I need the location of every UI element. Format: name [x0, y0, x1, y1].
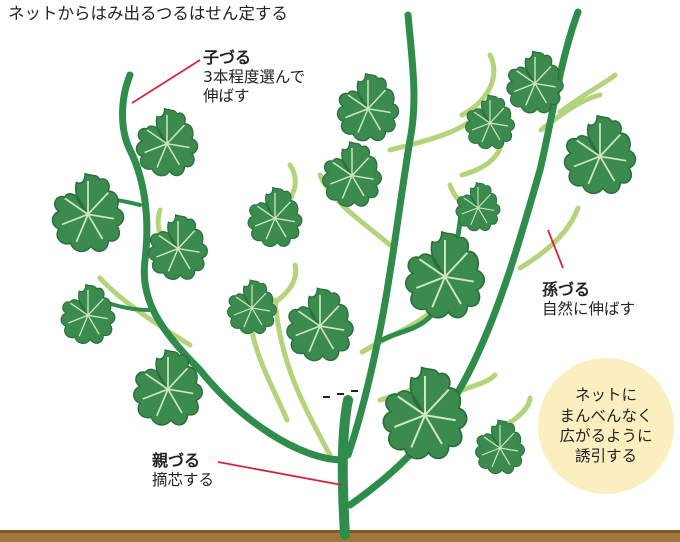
grandchild-vine-note: 自然に伸ばす [542, 300, 636, 318]
grandchild-vine-label: 孫づる 自然に伸ばす [542, 280, 635, 319]
parent-vine-label: 親づる 摘芯する [152, 451, 214, 490]
parent-vine-note: 摘芯する [152, 471, 215, 489]
child-vine-center [344, 11, 418, 459]
leader-lines [131, 59, 564, 486]
tip-bubble: ネットに まんべんなく 広がるように 誘引する [538, 358, 674, 494]
parent-vine-name: 親づる [152, 451, 201, 470]
tip-line-4: 誘引する [574, 447, 637, 466]
child-vine-note-line2: 伸ばす [203, 87, 250, 106]
tip-line-3: 広がるように [559, 427, 653, 445]
leader-child-vine [131, 59, 201, 104]
leader-parent-vine [217, 461, 343, 486]
tip-line-2: まんべんなく [559, 406, 653, 425]
child-vine-name: 子づる [203, 48, 252, 67]
child-vine-left [119, 71, 347, 464]
parent-vine-trunk [337, 395, 353, 540]
leader-grandchild-vine [547, 229, 564, 269]
child-vine-label: 子づる 3本程度選んで 伸ばす [203, 48, 305, 107]
diagram-title: ネットからはみ出るつるはせん定する [8, 4, 288, 23]
tip-line-1: ネットに [574, 386, 637, 405]
pinch-mark [323, 390, 358, 398]
child-vine-note-line1: 3本程度選んで [203, 68, 306, 86]
grandchild-vine-name: 孫づる [542, 280, 591, 299]
